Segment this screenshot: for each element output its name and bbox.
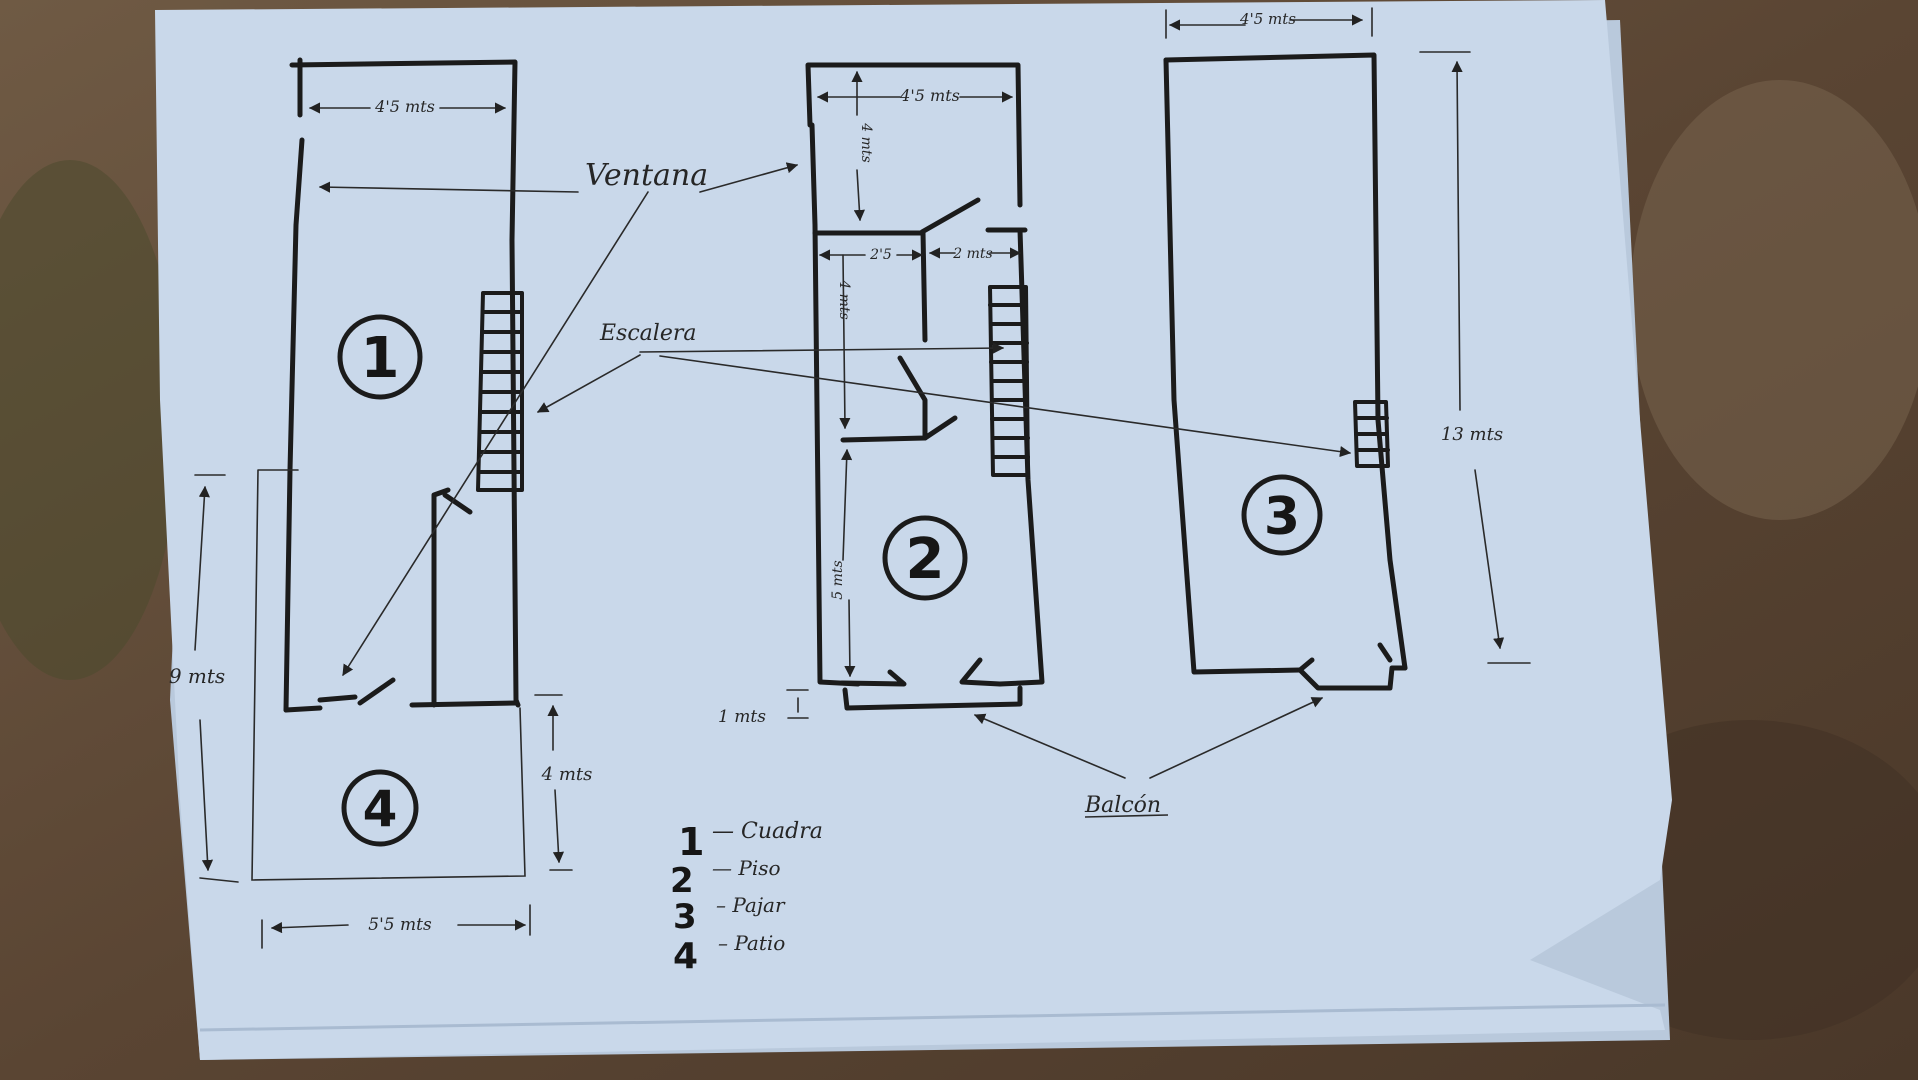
legend-item-patio: 4 – Patio	[673, 931, 785, 977]
legend-number-3: 3	[673, 897, 697, 937]
room-number-2: 2	[906, 527, 945, 592]
stairs-plan-2	[988, 285, 1030, 477]
legend-name-patio: – Patio	[718, 931, 785, 955]
plan3-height-label: 13 mts	[1441, 424, 1503, 445]
ventana-label: Ventana	[585, 158, 708, 193]
plan2-width-label: 4'5 mts	[899, 86, 960, 105]
legend-text-patio: Patio	[733, 931, 785, 955]
leader-arrows	[318, 162, 1352, 779]
legend-item-cuadra: 1 — Cuadra	[678, 819, 823, 864]
stairs-plan-1	[476, 291, 524, 492]
room-number-1: 1	[361, 326, 400, 391]
balcon-underline	[1084, 814, 1169, 818]
stairs-plan-3	[1353, 400, 1390, 468]
plan2-bottom-height-label: 5 mts	[830, 560, 846, 599]
paper-fold-line	[199, 1003, 1666, 1032]
balcon-label: Balcón	[1084, 793, 1161, 818]
patio-width-label: 5'5 mts	[368, 915, 432, 935]
room-marker-2: 2	[882, 515, 968, 601]
room-marker-4: 4	[341, 769, 419, 847]
escalera-label: Escalera	[599, 321, 696, 346]
legend-text-piso: Piso	[737, 856, 780, 880]
patio-left-height-label: 9 mts	[169, 664, 225, 688]
paper-sheet	[155, 0, 1672, 1060]
room-number-3: 3	[1264, 487, 1300, 547]
legend-number-2: 2	[670, 861, 694, 901]
legend-text-pajar: Pajar	[731, 893, 786, 917]
plan2-mid-height-label: 4 mts	[836, 279, 852, 319]
legend-name-piso: — Piso	[712, 856, 781, 880]
legend-number-1: 1	[678, 820, 704, 864]
legend-name-cuadra: — Cuadra	[712, 819, 823, 844]
rock-highlight	[1630, 80, 1918, 520]
plan1-width-label: 4'5 mts	[374, 97, 435, 116]
plan-1	[283, 57, 521, 713]
plan2-left-width-label: 2'5	[869, 247, 892, 263]
plan2-right-width-label: 2 mts	[952, 246, 992, 262]
legend-item-piso: 2 — Piso	[670, 856, 781, 901]
moss-patch	[0, 160, 180, 680]
legend-name-pajar: – Pajar	[716, 893, 786, 917]
legend: 1 — Cuadra 2 — Piso 3 – Pajar 4 – Patio	[670, 819, 823, 977]
plan2-top-height-label: 4 mts	[858, 122, 874, 162]
patio-right-height-label: 4 mts	[541, 764, 593, 785]
plan-4-patio	[251, 469, 526, 881]
legend-number-4: 4	[673, 936, 698, 977]
plan3-width-label: 4'5 mts	[1239, 10, 1296, 28]
room-number-4: 4	[363, 780, 398, 838]
legend-item-pajar: 3 – Pajar	[673, 893, 786, 937]
balcony-depth-label: 1 mts	[718, 707, 766, 727]
dimension-lines	[194, 7, 1531, 949]
plan-2	[805, 62, 1045, 711]
room-marker-1: 1	[337, 314, 423, 400]
room-marker-3: 3	[1241, 474, 1323, 556]
legend-text-cuadra: Cuadra	[741, 819, 823, 844]
